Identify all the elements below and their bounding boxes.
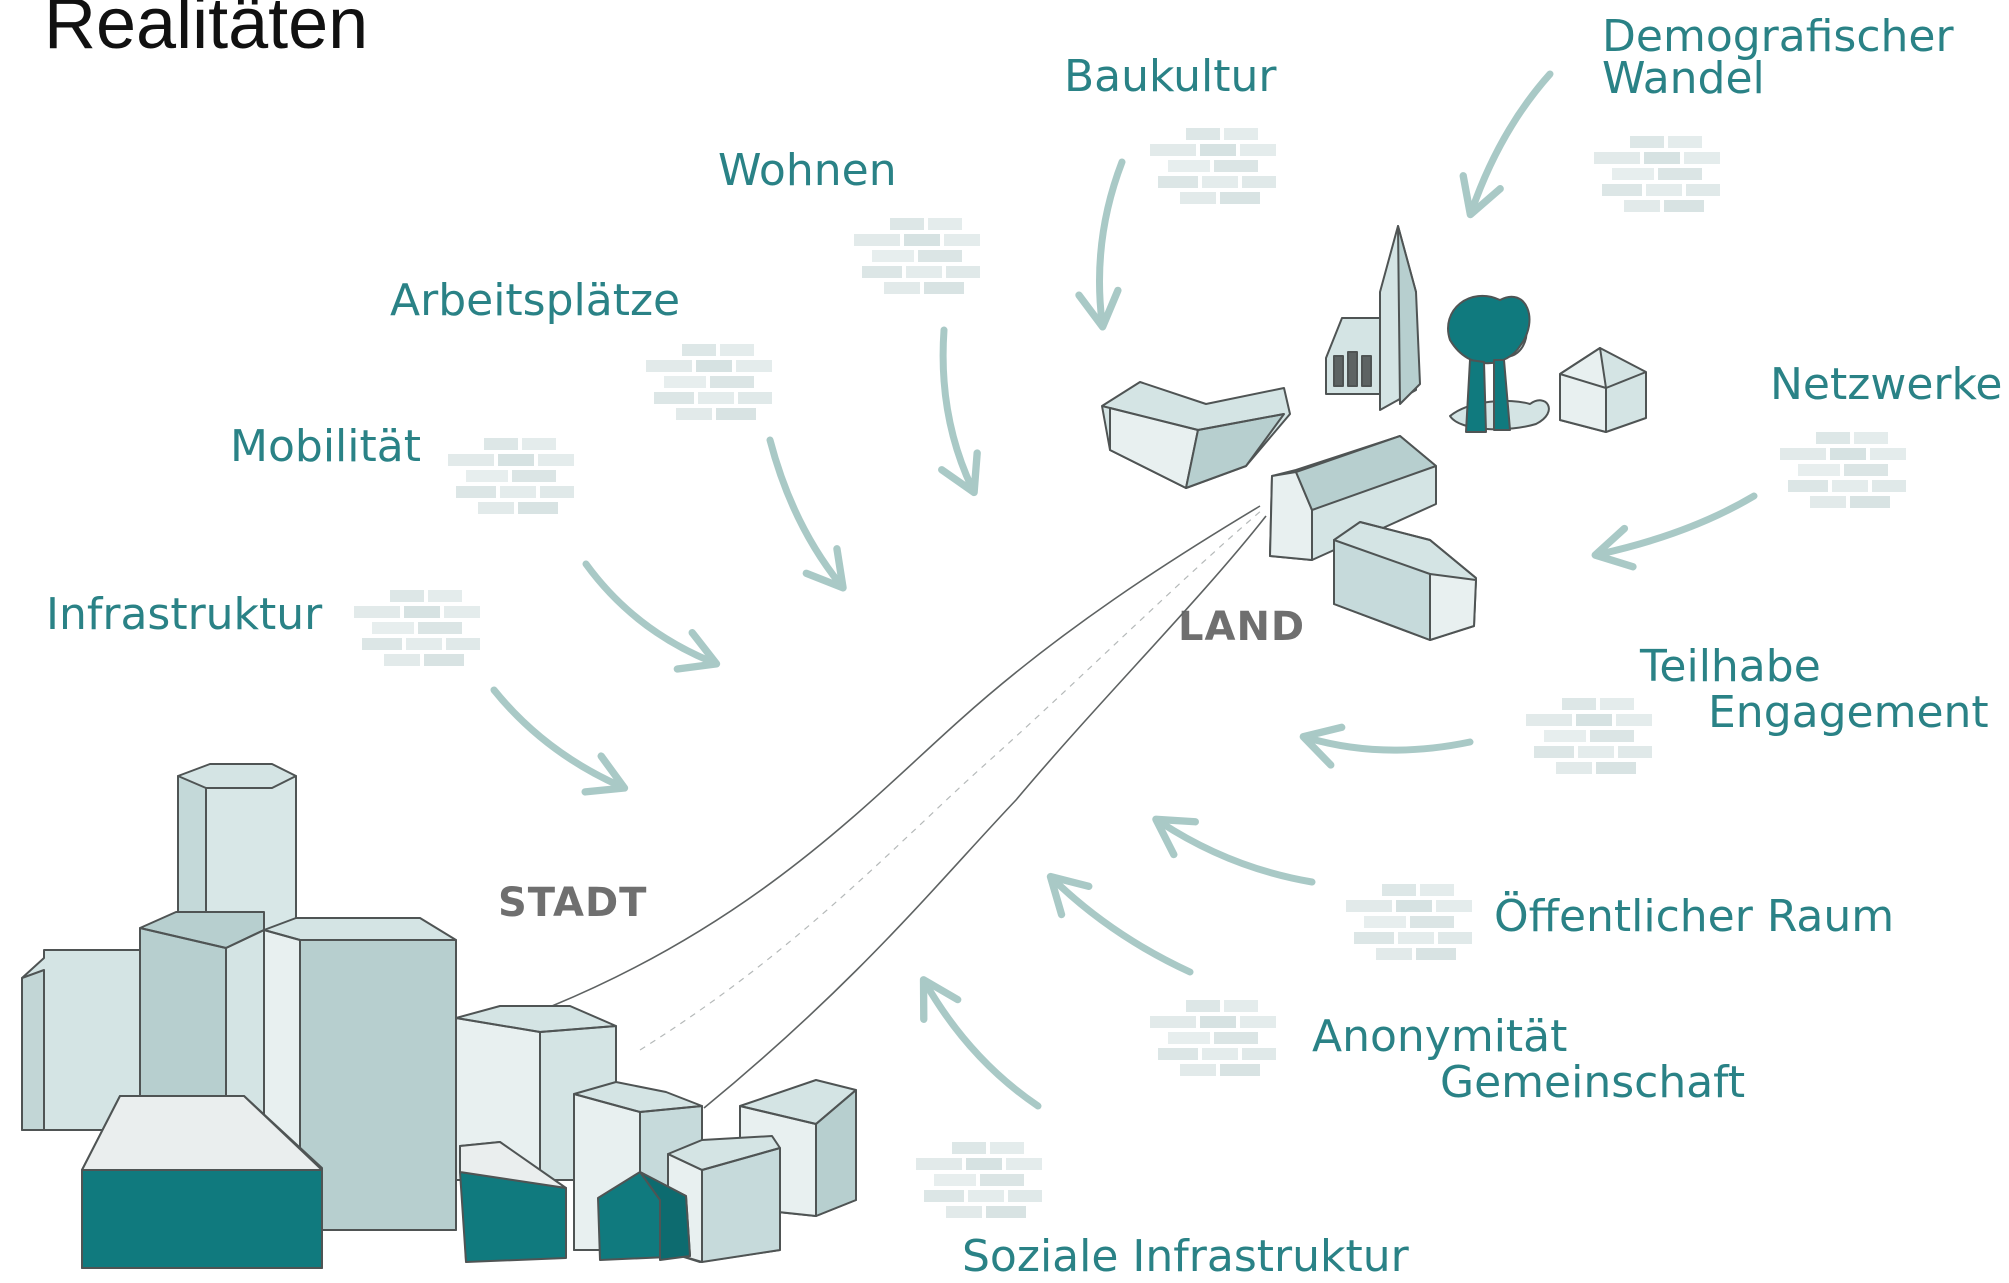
label-soziale-infrastruktur: Soziale Infrastruktur bbox=[962, 1231, 1409, 1282]
brick-wall-icon-infrastruktur bbox=[354, 590, 480, 666]
brick-wall-icon-oeffentlicher-raum bbox=[1346, 884, 1472, 960]
arrow-anonymitaet bbox=[1046, 872, 1194, 976]
arrow-arbeitsplaetze bbox=[766, 436, 847, 592]
label-wohnen: Wohnen bbox=[718, 145, 897, 196]
brick-wall-icon-soziale-infrastruktur bbox=[916, 1142, 1042, 1218]
label-mobilitaet: Mobilität bbox=[230, 421, 421, 472]
brick-wall-icon-wohnen bbox=[854, 218, 980, 294]
brick-wall-icon-baukultur bbox=[1150, 128, 1276, 204]
city-illustration bbox=[21, 763, 857, 1269]
label-stadt: STADT bbox=[498, 880, 648, 926]
label-arbeitsplaetze: Arbeitsplätze bbox=[390, 275, 681, 326]
brick-wall-icon-netzwerke bbox=[1780, 432, 1906, 508]
arrow-demografie bbox=[1459, 70, 1554, 219]
label-baukultur: Baukultur bbox=[1064, 51, 1277, 102]
label-netzwerke: Netzwerke bbox=[1770, 359, 2003, 410]
arrow-soziale-infrastruktur bbox=[919, 976, 1042, 1110]
label-infrastruktur: Infrastruktur bbox=[46, 589, 323, 640]
arrow-oeffentlicher-raum bbox=[1152, 815, 1316, 886]
brick-wall-icon-teilhabe bbox=[1526, 698, 1652, 774]
arrow-infrastruktur bbox=[490, 686, 629, 796]
label-teilhabe-line1: Teilhabe bbox=[1640, 641, 1821, 692]
road bbox=[551, 505, 1267, 1109]
arrow-mobilitaet bbox=[582, 560, 721, 673]
label-anonymitaet-line1: Anonymität bbox=[1312, 1011, 1568, 1062]
arrow-wohnen bbox=[938, 326, 981, 497]
label-land: LAND bbox=[1178, 604, 1306, 650]
arrow-baukultur bbox=[1075, 158, 1126, 331]
label-demografie-line1: Demografischer bbox=[1602, 11, 1954, 62]
arrow-teilhabe bbox=[1299, 723, 1474, 769]
arrow-netzwerke bbox=[1591, 492, 1758, 571]
brick-wall-icon-anonymitaet bbox=[1150, 1000, 1276, 1076]
brick-wall-icon-demografie bbox=[1594, 136, 1720, 212]
label-oeffentlicher-raum: Öffentlicher Raum bbox=[1494, 891, 1895, 942]
label-teilhabe-line2: Engagement bbox=[1708, 687, 1989, 738]
village-illustration bbox=[1101, 225, 1647, 641]
label-demografie-line2: Wandel bbox=[1602, 53, 1765, 104]
page-title: Realitäten bbox=[44, 0, 369, 64]
brick-wall-icon-mobilitaet bbox=[448, 438, 574, 514]
brick-wall-icon-arbeitsplaetze bbox=[646, 344, 772, 420]
label-anonymitaet-line2: Gemeinschaft bbox=[1440, 1057, 1746, 1108]
